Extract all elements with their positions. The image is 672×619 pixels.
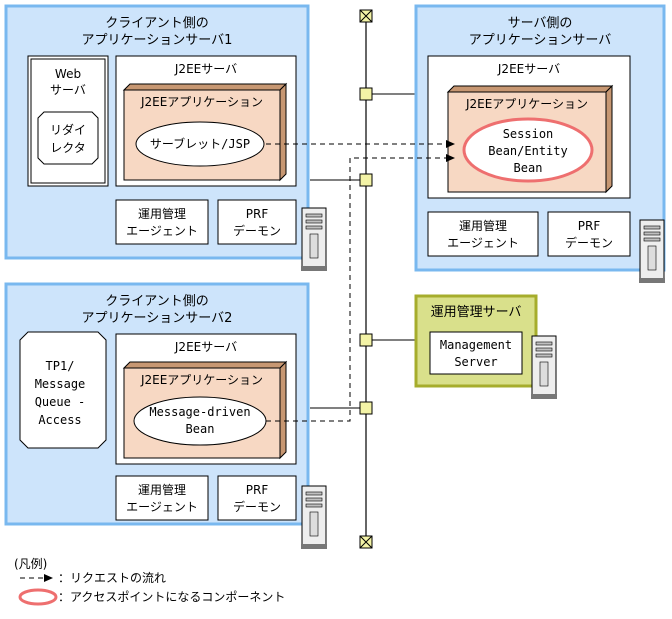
agent-label-line1: 運用管理 xyxy=(138,482,186,497)
management-server: 運用管理サーバ Management Server xyxy=(414,294,538,388)
j2ee-server-box: J2EEサーバ J2EEアプリケーション サーブレット/JSP xyxy=(115,55,297,187)
request-arrow-mdb xyxy=(266,154,455,422)
management-server-title: 運用管理サーバ xyxy=(431,305,522,320)
server-side-app-server: サーバ側の アプリケーションサーバ J2EEサーバ J2EEアプリケーション S… xyxy=(414,4,666,272)
prf-label-line2: デーモン xyxy=(233,499,281,514)
redirector-label-line1: リダイ xyxy=(50,122,86,137)
tp1-label-line4: Access xyxy=(38,413,81,427)
prf-label-line2: デーモン xyxy=(565,235,613,250)
j2ee-server-box: J2EEサーバ J2EEアプリケーション Session Bean/Entity… xyxy=(427,55,631,199)
legend-request-flow: ：リクエストの流れ xyxy=(58,571,166,585)
servlet-jsp-component xyxy=(135,121,265,167)
component-label-line3: Bean xyxy=(514,161,543,175)
j2ee-application-box: J2EEアプリケーション Session Bean/Entity Bean xyxy=(446,84,614,194)
bus-terminator-bottom xyxy=(359,535,373,549)
web-server-label-line1: Web xyxy=(55,67,81,81)
bus-node xyxy=(359,173,373,187)
tp1-label-line2: Message xyxy=(35,377,86,391)
server-title-line2: アプリケーションサーバ2 xyxy=(82,311,233,326)
server-title-line1: サーバ側の xyxy=(508,16,573,31)
computer-icon xyxy=(300,485,328,550)
server-title-line1: クライアント側の xyxy=(105,294,208,309)
server-title-line2: アプリケーションサーバ1 xyxy=(82,33,233,48)
prf-daemon-box: PRF デーモン xyxy=(547,211,631,257)
j2ee-application-label: J2EEアプリケーション xyxy=(465,97,588,111)
component-label-line1: Session xyxy=(503,127,554,141)
management-server-label-line1: Management xyxy=(440,338,512,352)
component-label-line2: Bean/Entity xyxy=(488,144,567,158)
agent-box: 運用管理 エージェント xyxy=(427,211,539,257)
prf-label-line1: PRF xyxy=(578,219,601,233)
server-title-line1: クライアント側の xyxy=(105,16,208,31)
agent-box: 運用管理 エージェント xyxy=(115,199,209,245)
prf-label-line2: デーモン xyxy=(233,223,281,238)
redirector-label-line2: レクタ xyxy=(50,141,86,155)
web-server-label-line2: サーバ xyxy=(50,83,86,97)
agent-box: 運用管理 エージェント xyxy=(115,475,209,521)
bus-nodes xyxy=(359,87,373,415)
legend-access-point: ：アクセスポイントになるコンポーネント xyxy=(58,590,285,604)
bus-terminator-top xyxy=(359,9,373,23)
j2ee-server-label: J2EEサーバ xyxy=(174,340,237,354)
redirector-shape xyxy=(37,111,99,165)
web-server-box: Web サーバ リダイ レクタ xyxy=(27,55,109,187)
prf-label-line1: PRF xyxy=(246,483,269,497)
agent-label-line2: エージェント xyxy=(447,236,519,250)
bus-node xyxy=(359,401,373,415)
request-flow-arrows xyxy=(266,140,455,422)
j2ee-server-label: J2EEサーバ xyxy=(174,62,237,76)
j2ee-server-label: J2EEサーバ xyxy=(497,62,560,76)
client-app-server-2: クライアント側の アプリケーションサーバ2 TP1/ Message Queue… xyxy=(4,282,310,526)
legend: (凡例) ：リクエストの流れ ：アクセスポイントになるコンポーネント xyxy=(14,557,285,606)
server-title-line2: アプリケーションサーバ xyxy=(469,33,612,48)
j2ee-server-box: J2EEサーバ J2EEアプリケーション Message-driven Bean xyxy=(115,333,297,465)
agent-label-line2: エージェント xyxy=(126,500,198,514)
computer-icon xyxy=(300,207,328,272)
component-label-line1: Message-driven xyxy=(149,405,250,419)
bus-node xyxy=(359,87,373,101)
client-app-server-1: クライアント側の アプリケーションサーバ1 Web サーバ リダイ レクタ J2… xyxy=(4,4,310,260)
prf-daemon-box: PRF デーモン xyxy=(217,475,297,521)
network-bus xyxy=(359,9,373,549)
computer-icon xyxy=(530,335,558,400)
prf-daemon-box: PRF デーモン xyxy=(217,199,297,245)
computer-icon xyxy=(638,219,666,284)
agent-label-line1: 運用管理 xyxy=(138,206,186,221)
bus-node xyxy=(359,333,373,347)
network-connections xyxy=(310,93,416,409)
legend-ellipse-sample xyxy=(18,588,58,606)
agent-label-line2: エージェント xyxy=(126,224,198,238)
legend-title: (凡例) xyxy=(14,557,47,571)
j2ee-application-box: J2EEアプリケーション Message-driven Bean xyxy=(122,360,288,460)
session-entity-bean-component xyxy=(462,117,594,183)
tp1-label-line1: TP1/ xyxy=(46,359,75,373)
component-label-line2: Bean xyxy=(186,422,215,436)
j2ee-application-label: J2EEアプリケーション xyxy=(140,95,263,109)
management-server-label-line2: Server xyxy=(454,355,497,369)
prf-label-line1: PRF xyxy=(246,207,269,221)
agent-label-line1: 運用管理 xyxy=(459,218,507,233)
tp1-label-line3: Queue - xyxy=(35,395,86,409)
j2ee-application-label: J2EEアプリケーション xyxy=(140,373,263,387)
j2ee-application-box: J2EEアプリケーション サーブレット/JSP xyxy=(122,82,288,182)
servlet-jsp-label: サーブレット/JSP xyxy=(150,136,250,151)
tp1-message-queue-box: TP1/ Message Queue - Access xyxy=(19,331,107,449)
